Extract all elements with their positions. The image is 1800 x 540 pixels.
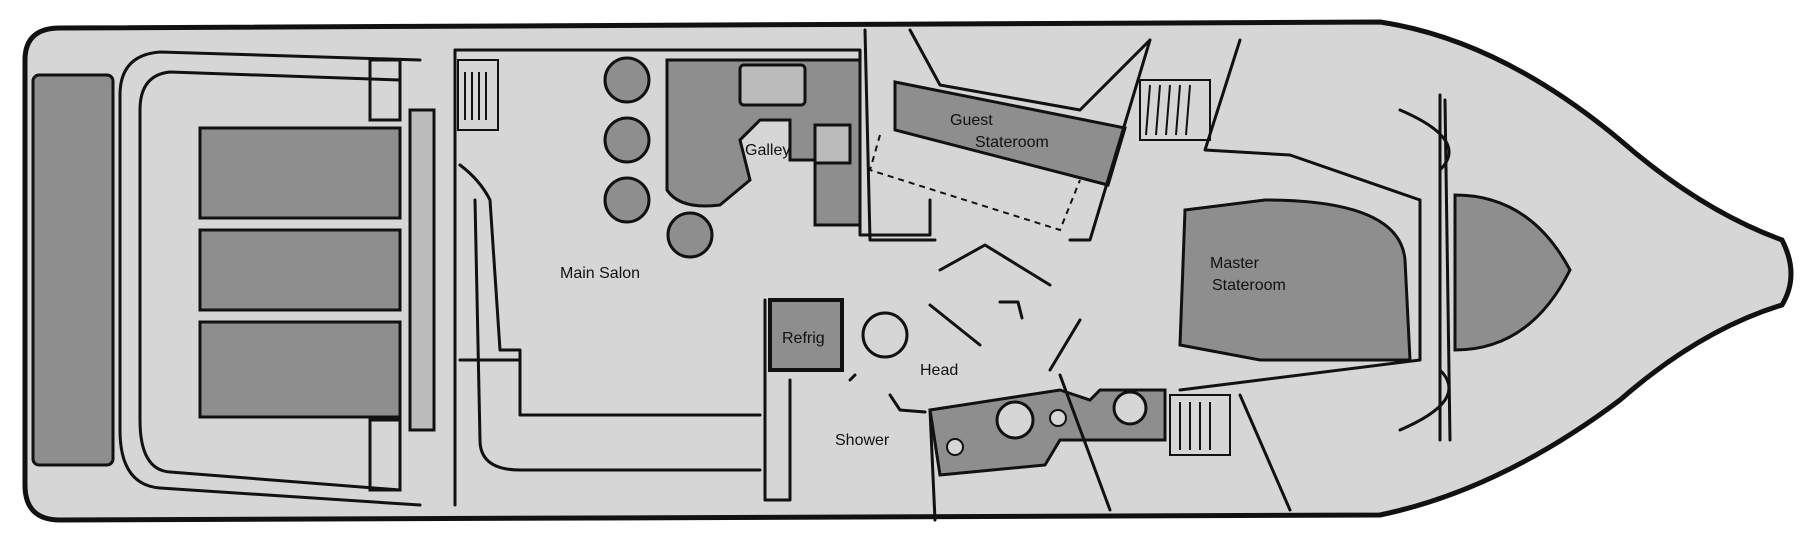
transom-rail: [118, 50, 422, 432]
cockpit-post-top: [368, 58, 402, 122]
vanity-divider: [1058, 373, 1112, 512]
salon-wall: [453, 48, 932, 237]
lower-locker-wall: [1238, 393, 1292, 512]
vanity-fixture-2: [1049, 409, 1067, 427]
chain-locker: [1453, 193, 1572, 352]
stool-1: [603, 56, 651, 104]
hull-outline: [22, 19, 1794, 523]
stool-3: [603, 176, 651, 224]
swim-platform: [31, 73, 115, 467]
cockpit-cushion-2: [198, 228, 402, 312]
door-handle: [998, 300, 1024, 320]
vanity-fixture-1: [946, 438, 964, 456]
vanity-sink-2: [1112, 390, 1148, 426]
label-master-stateroom-1: Master: [1210, 255, 1260, 272]
refrigerator: [768, 298, 844, 372]
vanity-sink-1: [995, 400, 1035, 440]
head-door-stop: [848, 373, 857, 382]
guest-berth-extension: [868, 134, 1081, 232]
shower-door: [888, 393, 927, 414]
lower-locker-treads: [1179, 402, 1211, 450]
guest-stateroom-forward-wall: [1068, 38, 1152, 242]
shower-wall: [928, 408, 937, 522]
stool-2: [603, 116, 651, 164]
refrig-wall: [763, 298, 792, 502]
label-refrig: Refrig: [782, 330, 825, 347]
galley-stove: [813, 123, 852, 165]
head-door: [928, 303, 982, 347]
door-swing-1: [938, 243, 1052, 287]
forward-steps: [1139, 79, 1211, 141]
cockpit-cushion-3: [198, 320, 402, 419]
cockpit-bulkhead: [408, 108, 436, 432]
cockpit-post-bottom: [368, 418, 402, 492]
label-shower: Shower: [835, 432, 890, 449]
stool-4: [666, 211, 714, 259]
cockpit-cushion-1: [198, 126, 402, 220]
bow-bulkhead: [1443, 98, 1452, 442]
label-guest-stateroom-1: Guest: [950, 112, 993, 129]
galley-counter: [665, 58, 862, 227]
cockpit-rail-lower: [138, 418, 402, 492]
label-head: Head: [920, 362, 958, 379]
galley-sink: [738, 63, 807, 107]
salon-stair-treads: [464, 72, 487, 120]
salon-settee: [458, 163, 762, 472]
master-berth: [1178, 198, 1412, 362]
guest-stateroom-wall: [863, 28, 937, 242]
salon-stair: [457, 59, 499, 131]
door-swing-2: [1048, 318, 1082, 372]
forward-step-treads: [1145, 84, 1191, 136]
vanity-counter: [928, 388, 1167, 477]
master-stateroom-wall-top: [1203, 38, 1422, 202]
label-master-stateroom-2: Stateroom: [1212, 277, 1286, 294]
transom-rail-lower: [118, 428, 422, 507]
label-guest-stateroom-2: Stateroom: [975, 134, 1049, 151]
master-stateroom-wall-bottom: [1178, 198, 1422, 392]
guest-stateroom-top-wall: [908, 28, 1152, 112]
cockpit-rail: [138, 70, 402, 422]
label-galley: Galley: [745, 142, 790, 159]
lower-locker: [1169, 394, 1231, 456]
label-main-salon: Main Salon: [560, 265, 640, 282]
head-toilet: [861, 311, 909, 359]
